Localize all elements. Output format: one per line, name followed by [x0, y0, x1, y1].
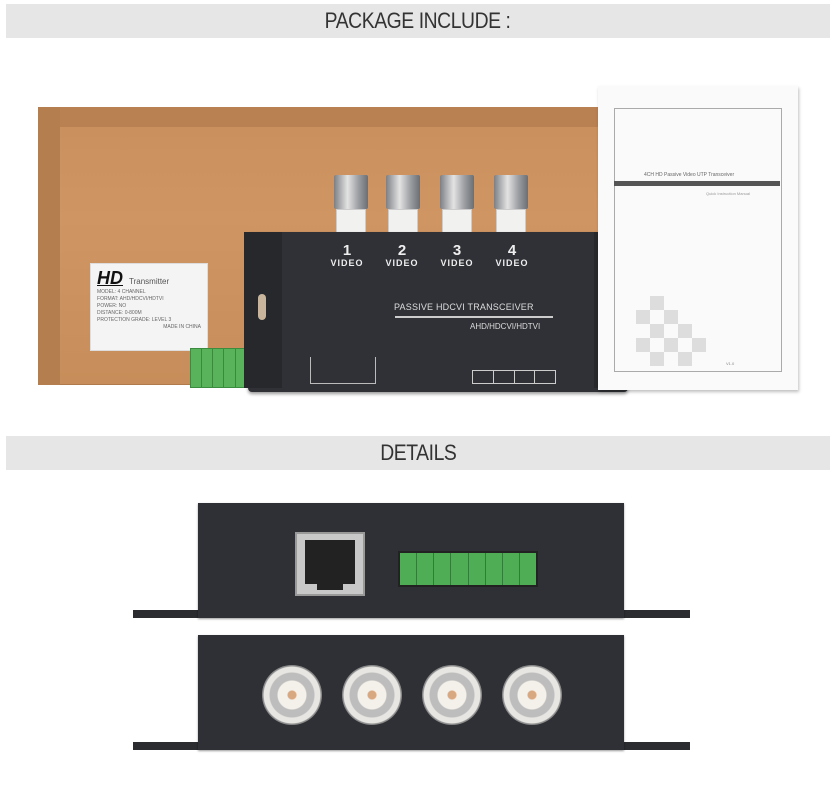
details-title: DETAILS — [379, 440, 457, 465]
manual-title: 4CH HD Passive Video UTP Transceiver — [644, 172, 735, 178]
label-line: FORMAT: AHD/HDCVI/HDTVI — [97, 296, 164, 302]
checker-pattern — [636, 296, 708, 368]
section-header-package: PACKAGE INCLUDE : — [6, 4, 830, 38]
label-line: MODEL: 4 CHANNEL — [97, 289, 146, 295]
bnc-connector-icon — [440, 175, 474, 237]
label-line: POWER: NO — [97, 303, 127, 309]
section-header-details: DETAILS — [6, 436, 830, 470]
label-line: MADE IN CHINA — [163, 324, 201, 330]
bnc-connector-icon — [386, 175, 420, 237]
bnc-port-icon — [502, 665, 562, 725]
label-type: Transmitter — [129, 277, 170, 286]
mounting-flange — [620, 742, 690, 750]
rj45-port-icon — [295, 532, 365, 596]
mounting-flange — [133, 742, 203, 750]
mounting-ear — [244, 232, 282, 388]
manual-subtitle: Quick Instruction Manual — [706, 191, 751, 196]
device-formats: AHD/HDCVI/HDTVI — [470, 322, 541, 331]
instruction-manual: 4CH HD Passive Video UTP Transceiver Qui… — [598, 86, 798, 390]
box-flap — [38, 107, 638, 127]
bnc-port-icon — [342, 665, 402, 725]
terminal-block-green — [398, 551, 538, 587]
box-label: HD Transmitter MODEL: 4 CHANNEL FORMAT: A… — [90, 263, 208, 351]
bnc-connector-icon — [334, 175, 368, 237]
bnc-connector-icon — [494, 175, 528, 237]
label-line: DISTANCE: 0-800M — [97, 310, 142, 316]
bnc-port-icon — [422, 665, 482, 725]
mounting-flange — [620, 610, 690, 618]
bnc-port-icon — [262, 665, 322, 725]
divider — [395, 316, 553, 318]
port-diagram-icon — [472, 370, 556, 384]
wiring-diagram-icon — [310, 357, 376, 384]
label-brand: HD — [97, 268, 123, 288]
device-title: PASSIVE HDCVI TRANSCEIVER — [394, 302, 534, 312]
package-title: PACKAGE INCLUDE : — [325, 8, 511, 33]
divider — [614, 181, 780, 186]
manual-version: V1.0 — [726, 361, 735, 366]
label-line: PROTECTION GRADE: LEVEL 3 — [97, 317, 172, 323]
mounting-flange — [133, 610, 203, 618]
box-side — [38, 107, 60, 385]
